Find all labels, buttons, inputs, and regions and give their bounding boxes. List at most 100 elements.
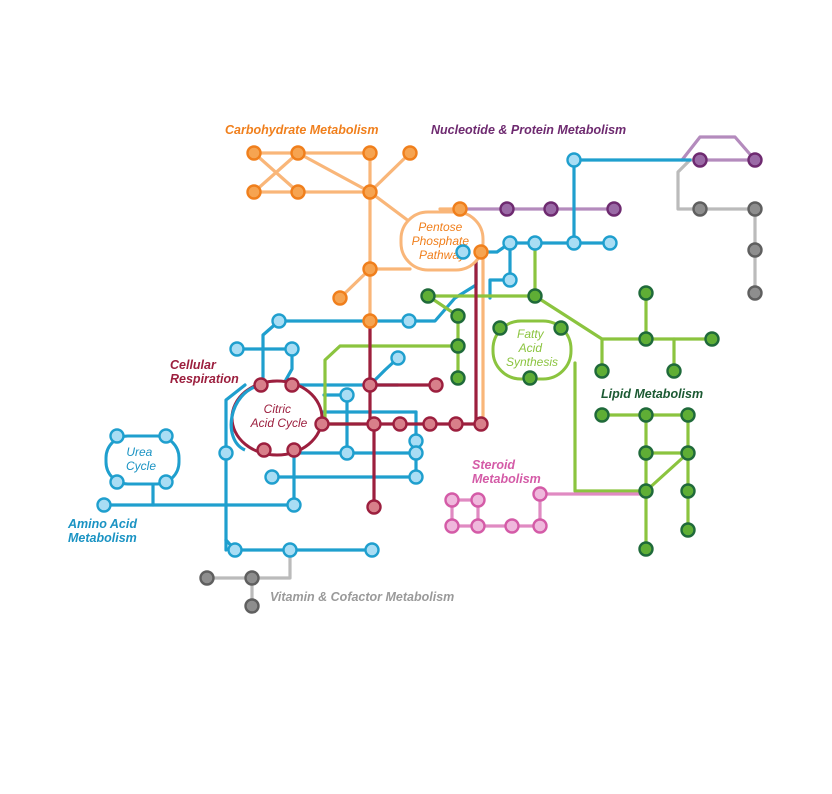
station[interactable] xyxy=(246,184,262,200)
green-line xyxy=(426,294,460,380)
station[interactable] xyxy=(109,428,125,444)
station[interactable] xyxy=(606,201,622,217)
station[interactable] xyxy=(284,341,300,357)
station[interactable] xyxy=(638,407,654,423)
station[interactable] xyxy=(553,320,569,336)
station[interactable] xyxy=(638,331,654,347)
station[interactable] xyxy=(286,497,302,513)
station[interactable] xyxy=(282,542,298,558)
station[interactable] xyxy=(227,542,243,558)
station[interactable] xyxy=(499,201,515,217)
station[interactable] xyxy=(666,363,682,379)
station[interactable] xyxy=(527,288,543,304)
station[interactable] xyxy=(504,518,520,534)
station[interactable] xyxy=(366,416,382,432)
station[interactable] xyxy=(339,387,355,403)
station[interactable] xyxy=(532,518,548,534)
station[interactable] xyxy=(502,235,518,251)
station[interactable] xyxy=(271,313,287,329)
station[interactable] xyxy=(256,442,272,458)
station[interactable] xyxy=(527,235,543,251)
station[interactable] xyxy=(332,290,348,306)
station[interactable] xyxy=(408,445,424,461)
station[interactable] xyxy=(362,184,378,200)
station[interactable] xyxy=(532,486,548,502)
station[interactable] xyxy=(428,377,444,393)
station[interactable] xyxy=(566,152,582,168)
station[interactable] xyxy=(362,313,378,329)
station[interactable] xyxy=(638,285,654,301)
station[interactable] xyxy=(284,377,300,393)
station[interactable] xyxy=(229,341,245,357)
station[interactable] xyxy=(502,272,518,288)
station[interactable] xyxy=(444,518,460,534)
station[interactable] xyxy=(444,492,460,508)
station[interactable] xyxy=(747,285,763,301)
station[interactable] xyxy=(594,363,610,379)
station[interactable] xyxy=(747,152,763,168)
station[interactable] xyxy=(402,145,418,161)
label-amino-metabolism: Metabolism xyxy=(68,531,137,545)
station[interactable] xyxy=(638,541,654,557)
station[interactable] xyxy=(522,370,538,386)
station[interactable] xyxy=(594,407,610,423)
station[interactable] xyxy=(638,483,654,499)
station[interactable] xyxy=(704,331,720,347)
station[interactable] xyxy=(473,244,489,260)
station[interactable] xyxy=(747,201,763,217)
station[interactable] xyxy=(390,350,406,366)
station[interactable] xyxy=(450,338,466,354)
station[interactable] xyxy=(420,288,436,304)
station[interactable] xyxy=(158,428,174,444)
station[interactable] xyxy=(747,242,763,258)
station[interactable] xyxy=(543,201,559,217)
green-line xyxy=(573,361,648,493)
station[interactable] xyxy=(290,145,306,161)
station[interactable] xyxy=(680,522,696,538)
station[interactable] xyxy=(422,416,438,432)
station[interactable] xyxy=(339,445,355,461)
station[interactable] xyxy=(680,407,696,423)
station[interactable] xyxy=(286,442,302,458)
station[interactable] xyxy=(448,416,464,432)
station[interactable] xyxy=(692,201,708,217)
station[interactable] xyxy=(364,542,380,558)
station[interactable] xyxy=(470,492,486,508)
station[interactable] xyxy=(455,244,471,260)
svg-text:Urea Cycle: Urea Cycle xyxy=(126,445,156,473)
station[interactable] xyxy=(314,416,330,432)
station[interactable] xyxy=(366,499,382,515)
station[interactable] xyxy=(109,474,125,490)
station[interactable] xyxy=(492,320,508,336)
station[interactable] xyxy=(680,445,696,461)
station[interactable] xyxy=(218,445,234,461)
station[interactable] xyxy=(473,416,489,432)
station[interactable] xyxy=(264,469,280,485)
gray-line-vitamin xyxy=(205,548,292,580)
station[interactable] xyxy=(401,313,417,329)
station[interactable] xyxy=(602,235,618,251)
station[interactable] xyxy=(450,308,466,324)
station[interactable] xyxy=(450,370,466,386)
station[interactable] xyxy=(692,152,708,168)
station[interactable] xyxy=(566,235,582,251)
station[interactable] xyxy=(470,518,486,534)
station[interactable] xyxy=(638,445,654,461)
station[interactable] xyxy=(452,201,468,217)
station[interactable] xyxy=(290,184,306,200)
station[interactable] xyxy=(408,469,424,485)
station[interactable] xyxy=(244,570,260,586)
station[interactable] xyxy=(680,483,696,499)
blue-line xyxy=(224,538,374,552)
station[interactable] xyxy=(362,261,378,277)
station[interactable] xyxy=(362,377,378,393)
station[interactable] xyxy=(158,474,174,490)
station[interactable] xyxy=(96,497,112,513)
station[interactable] xyxy=(362,145,378,161)
station[interactable] xyxy=(199,570,215,586)
station[interactable] xyxy=(253,377,269,393)
station[interactable] xyxy=(392,416,408,432)
station[interactable] xyxy=(246,145,262,161)
urea-cycle[interactable] xyxy=(104,434,181,486)
station[interactable] xyxy=(244,598,260,614)
